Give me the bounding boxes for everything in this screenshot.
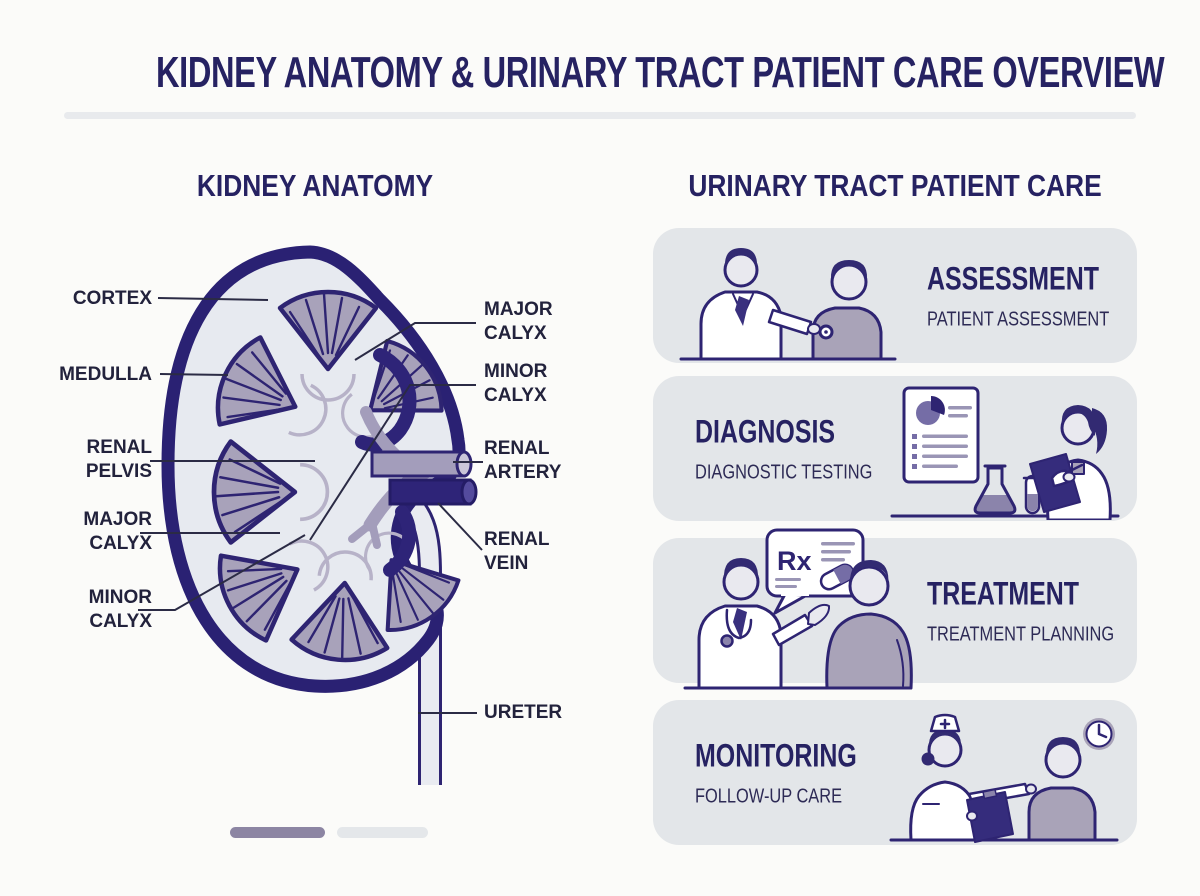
card-title-treatment: TREATMENT xyxy=(927,575,1080,611)
anatomy-label-cortex: CORTEX xyxy=(72,288,152,309)
anatomy-label-renal-pelvis: RENAL PELVIS xyxy=(85,437,152,483)
renal-artery-tube xyxy=(370,450,473,478)
scientist-figure xyxy=(1029,405,1112,520)
card-subtitle-diagnosis: DIAGNOSTIC TESTING xyxy=(695,461,873,483)
anatomy-label-medulla: MEDULLA xyxy=(59,364,152,385)
rx-speech-bubble: Rx xyxy=(765,528,865,615)
card-title-assessment: ASSESSMENT xyxy=(927,260,1099,296)
treatment-illustration: Rx xyxy=(683,528,913,690)
title-divider xyxy=(64,112,1136,119)
doctor-figure xyxy=(697,558,831,690)
pill-icon xyxy=(819,563,855,591)
page-indicator-empty[interactable] xyxy=(337,827,428,838)
nurse-figure xyxy=(909,713,1037,843)
patient-figure xyxy=(1027,737,1097,842)
patient-figure xyxy=(811,260,883,361)
assessment-illustration xyxy=(679,248,897,361)
anatomy-section-heading: KIDNEY ANATOMY xyxy=(196,168,434,203)
card-title-monitoring: MONITORING xyxy=(695,737,857,773)
doctor-figure xyxy=(699,248,834,361)
page-indicator-filled[interactable] xyxy=(230,827,325,838)
anatomy-label-major-calyx-right: MAJOR CALYX xyxy=(484,299,553,345)
kidney-diagram xyxy=(138,245,483,785)
care-section-heading: URINARY TRACT PATIENT CARE xyxy=(688,168,1102,203)
monitoring-illustration xyxy=(889,713,1119,843)
diagnosis-illustration xyxy=(890,386,1120,520)
flask-icon xyxy=(973,464,1017,515)
card-title-diagnosis: DIAGNOSIS xyxy=(695,413,836,449)
card-assessment: ASSESSMENT PATIENT ASSESSMENT xyxy=(653,228,1137,363)
anatomy-label-ureter: URETER xyxy=(484,702,563,723)
page-title: KIDNEY ANATOMY & URINARY TRACT PATIENT C… xyxy=(156,48,1165,97)
anatomy-label-renal-artery: RENAL ARTERY xyxy=(484,438,562,484)
card-treatment: Rx xyxy=(653,528,1137,690)
anatomy-label-renal-vein: RENAL VEIN xyxy=(484,529,550,575)
renal-vein-tube xyxy=(388,478,478,506)
card-subtitle-monitoring: FOLLOW-UP CARE xyxy=(695,785,843,807)
card-subtitle-assessment: PATIENT ASSESSMENT xyxy=(927,308,1110,330)
report-document-icon xyxy=(902,386,980,484)
stethoscope-icon xyxy=(818,324,834,340)
clipboard-icon xyxy=(966,788,1014,843)
anatomy-label-major-calyx-left: MAJOR CALYX xyxy=(83,509,152,555)
patient-figure xyxy=(825,560,913,690)
anatomy-label-minor-calyx-right: MINOR CALYX xyxy=(484,361,548,407)
clock-icon xyxy=(1083,718,1115,750)
renal-pelvis-shape xyxy=(355,348,417,577)
nurse-cap-icon xyxy=(929,713,961,733)
rx-label: Rx xyxy=(777,546,812,576)
card-monitoring: MONITORING FOLLOW-UP CARE xyxy=(653,700,1137,845)
card-subtitle-treatment: TREATMENT PLANNING xyxy=(927,623,1115,645)
label-leader-lines xyxy=(138,297,483,714)
anatomy-label-minor-calyx-left: MINOR CALYX xyxy=(88,587,152,633)
card-diagnosis: DIAGNOSIS DIAGNOSTIC TESTING xyxy=(653,376,1137,521)
